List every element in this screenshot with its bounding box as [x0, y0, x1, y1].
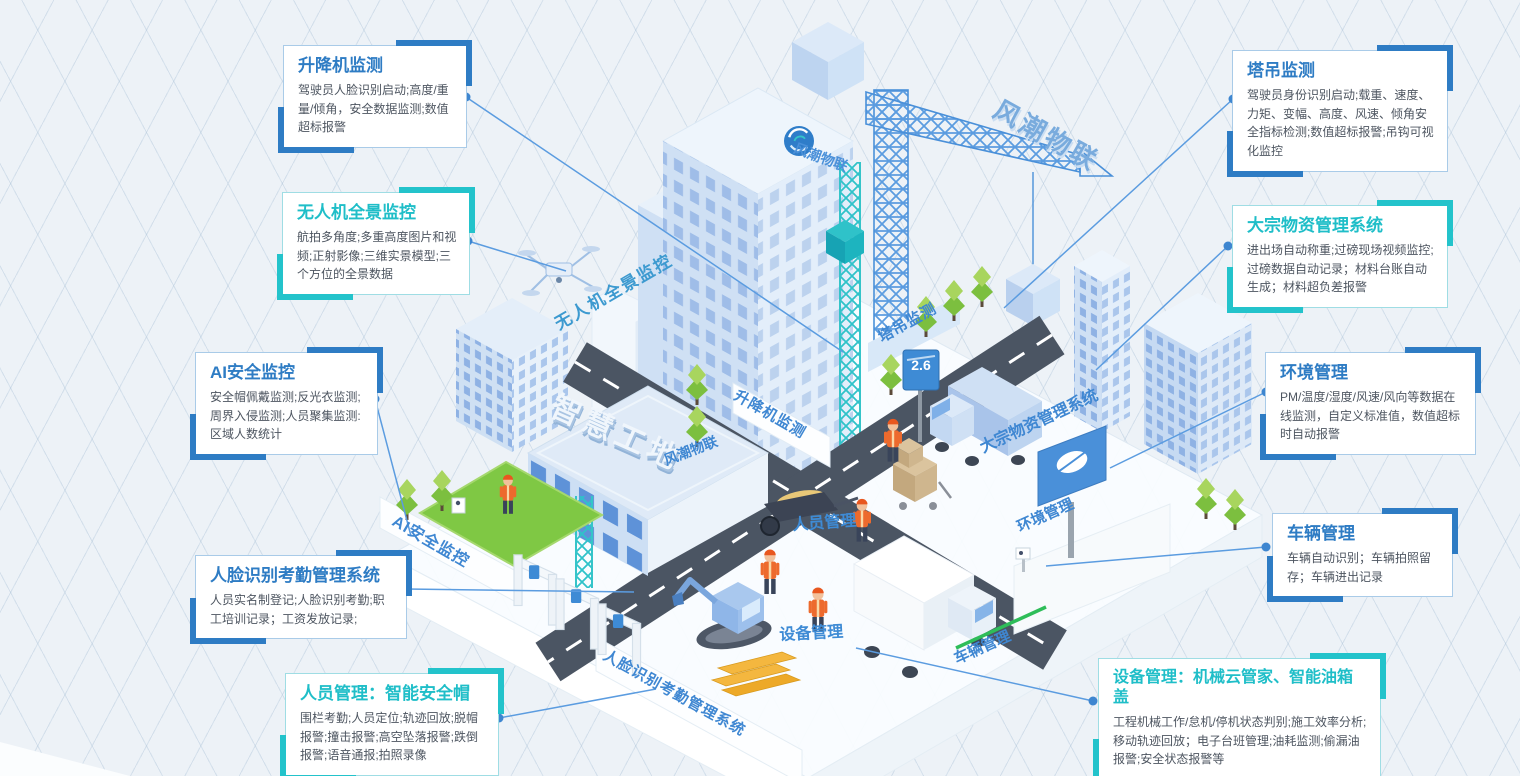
box-truck: [852, 535, 996, 678]
callout-body: 人员实名制登记;人脸识别考勤;职工培训记录；工资发放记录;: [210, 593, 385, 626]
callout-lift-monitoring: 升降机监测 驾驶员人脸识别启动;高度/重量/倾角，安全数据监测;数值超标报警: [278, 39, 472, 154]
callout-material-system: 大宗物资管理系统 进出场自动称重;过磅现场视频监控;过磅数据自动记录；材料台账自…: [1227, 199, 1453, 314]
callout-title: 人员管理：智能安全帽: [300, 684, 470, 703]
callout-title: AI安全监控: [210, 363, 295, 382]
leaf-icon: [1057, 449, 1089, 473]
surveillance-camera: [1015, 547, 1031, 572]
callout-body: 进出场自动称重;过磅现场视频监控;过磅数据自动记录；材料台账自动生成；材料超负差…: [1247, 243, 1434, 295]
callout-title: 升降机监测: [298, 56, 383, 75]
callout-environment: 环境管理 PM/温度/湿度/风速/风向等数据在线监测，自定义标准值，数值超标时自…: [1260, 346, 1481, 461]
callout-ai-monitoring: AI安全监控 安全帽佩戴监测;反光衣监测;周界入侵监测;人员聚集监测:区域人数统…: [190, 346, 383, 461]
construction-elevator: [826, 162, 864, 462]
callout-title: 环境管理: [1280, 363, 1348, 382]
callout-body: 围栏考勤;人员定位;轨迹回放;脱帽报警;撞击报警;高空坠落报警;跌倒报警;语音通…: [300, 711, 479, 763]
road-sign-value: 2.6: [911, 357, 931, 373]
callout-title: 大宗物资管理系统: [1247, 216, 1383, 235]
tower-crane: [792, 22, 1115, 345]
callout-body: 航拍多角度;多重高度图片和视频;正射影像;三维实景模型;三个方位的全景数据: [297, 230, 457, 282]
road-sign: [902, 349, 940, 442]
callout-vehicle: 车辆管理 车辆自动识别；车辆拍照留存；车辆进出记录: [1267, 507, 1458, 603]
steel-beams: [710, 651, 802, 697]
callout-body: 驾驶员人脸识别启动;高度/重量/倾角，安全数据监测;数值超标报警: [298, 83, 449, 135]
callout-body: 车辆自动识别；车辆拍照留存；车辆进出记录: [1287, 551, 1432, 584]
label-walls: [379, 295, 1171, 776]
callout-smart-helmet: 人员管理：智能安全帽 围栏考勤;人员定位;轨迹回放;脱帽报警;撞击报警;高空坠落…: [280, 667, 504, 776]
callout-title: 无人机全景监控: [297, 203, 416, 222]
dump-truck: [930, 367, 1042, 466]
wheelbarrow: [760, 490, 863, 536]
callout-equipment: 设备管理：机械云管家、智能油箱盖 工程机械工作/怠机/停机状态判别;施工效率分析…: [1093, 653, 1386, 776]
callout-title: 车辆管理: [1287, 524, 1355, 543]
callout-title: 人脸识别考勤管理系统: [210, 566, 380, 585]
vehicle-lane-line: [955, 605, 1047, 650]
callout-face-attendance: 人脸识别考勤管理系统 人员实名制登记;人脸识别考勤;职工培训记录；工资发放记录;: [190, 549, 412, 645]
callout-crane-monitoring: 塔吊监测 驾驶员身份识别启动;载重、速度、力矩、变幅、高度、风速、倾角安全指标检…: [1227, 45, 1453, 177]
material-boxes: [893, 438, 952, 510]
callout-body: 安全帽佩戴监测;反光衣监测;周界入侵监测;人员聚集监测:区域人数统计: [210, 390, 361, 442]
callout-title: 设备管理：机械云管家、智能油箱盖: [1113, 669, 1354, 706]
callout-body: 工程机械工作/怠机/停机状态判别;施工效率分析;移动轨迹回放；电子台班管理;油耗…: [1113, 715, 1367, 767]
callout-title: 塔吊监测: [1247, 61, 1315, 80]
drone-icon: [518, 246, 602, 296]
callout-body: 驾驶员身份识别启动;载重、速度、力矩、变幅、高度、风速、倾角安全指标检测;数值超…: [1247, 88, 1434, 159]
scene-label-equipment-area: 设备管理: [778, 623, 844, 644]
callout-body: PM/温度/湿度/风速/风向等数据在线监测，自定义标准值，数值超标时自动报警: [1280, 390, 1461, 442]
excavator: [672, 577, 772, 650]
connector-lines: [374, 96, 1267, 719]
callout-drone-monitoring: 无人机全景监控 航拍多角度;多重高度图片和视频;正射影像;三维实景模型;三个方位…: [277, 186, 475, 301]
environment-sign: [1037, 425, 1107, 558]
